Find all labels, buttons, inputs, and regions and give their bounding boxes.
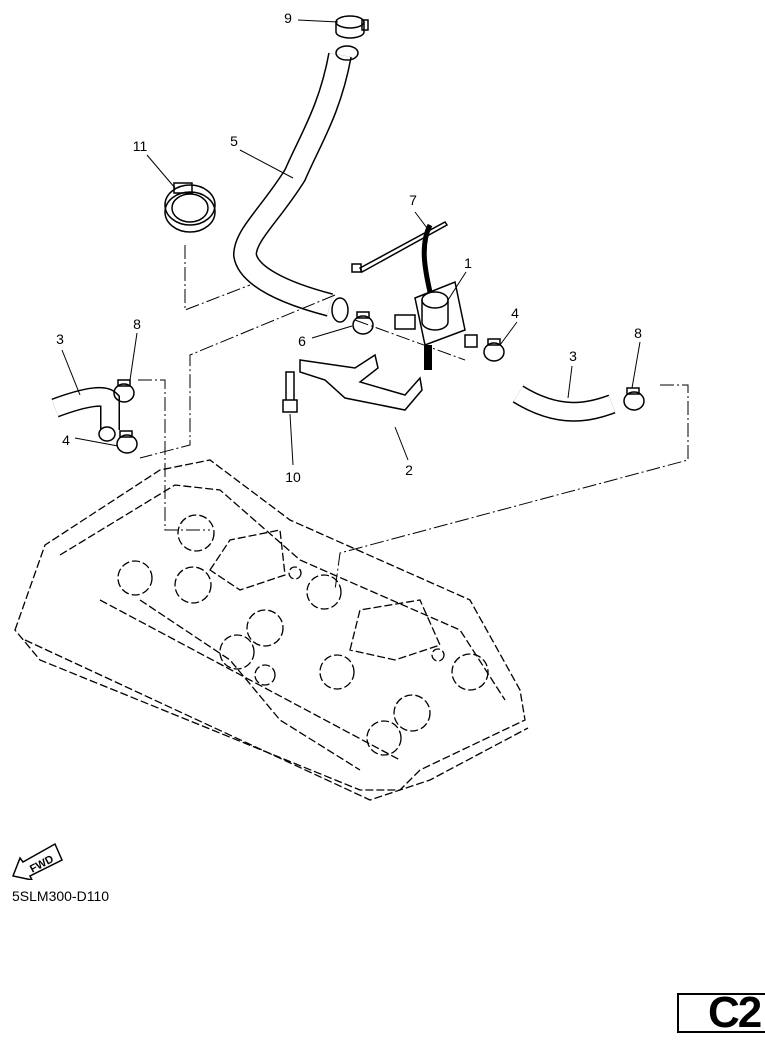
callout-5: 5 <box>230 133 238 149</box>
hose-5 <box>232 45 359 323</box>
fwd-arrow-icon: FWD <box>11 842 63 880</box>
callout-11: 11 <box>132 138 148 154</box>
air-cut-valve-1 <box>394 223 478 370</box>
diagram-code: 5SLM300-D110 <box>12 888 110 904</box>
routing-lines <box>138 245 689 591</box>
callout-3: 3 <box>56 331 64 347</box>
leader-lines <box>61 19 641 466</box>
cable-tie-7 <box>351 221 449 274</box>
clamp-9 <box>335 15 369 39</box>
cylinder-head-cover <box>14 459 529 801</box>
callout-8-right: 8 <box>634 325 642 341</box>
callout-6: 6 <box>298 333 306 349</box>
clamp-11 <box>164 182 216 233</box>
callout-7: 7 <box>409 192 417 208</box>
clamps-small <box>113 311 645 454</box>
callout-8: 8 <box>133 316 141 332</box>
hose-3-right <box>512 385 616 422</box>
callout-4-right: 4 <box>511 305 519 321</box>
bracket-2 <box>299 353 423 411</box>
bolt-10 <box>282 371 298 413</box>
callout-2: 2 <box>405 462 413 478</box>
hose-3-left <box>51 386 120 442</box>
callout-9: 9 <box>284 10 292 26</box>
callout-3-right: 3 <box>569 348 577 364</box>
page-label: C2 <box>708 988 762 1037</box>
callout-4: 4 <box>62 432 70 448</box>
callout-1: 1 <box>464 255 472 271</box>
callout-10: 10 <box>285 469 301 485</box>
page-label-box <box>677 993 765 1033</box>
